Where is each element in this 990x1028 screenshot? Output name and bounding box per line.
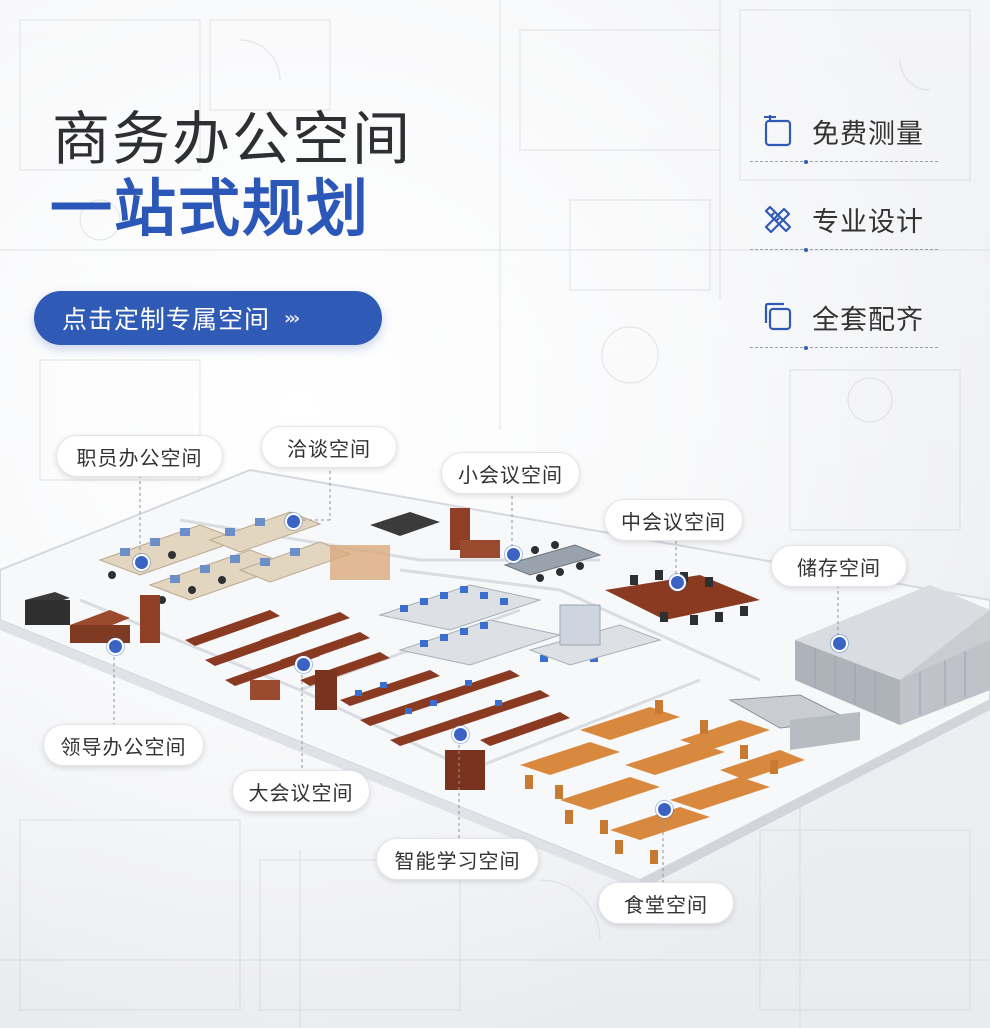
- full-set-icon: [764, 302, 792, 331]
- customize-space-button[interactable]: 点击定制专属空间 ›››: [34, 291, 382, 345]
- study-desk-rows: [340, 670, 570, 790]
- divider-dot: [804, 346, 808, 350]
- zone-label-medium-meeting[interactable]: 中会议空间: [604, 499, 743, 541]
- feature-label: 免费测量: [812, 118, 924, 150]
- leader-zone-marker[interactable]: [107, 638, 124, 655]
- feature-free-measure: 免费测量: [750, 108, 938, 164]
- medium-meeting-zone-marker[interactable]: [669, 574, 686, 591]
- smart-study-workstations: [378, 584, 662, 666]
- cta-label: 点击定制专属空间: [62, 305, 271, 334]
- zone-label-negotiation[interactable]: 洽谈空间: [261, 426, 397, 468]
- page-title-line2: 一站式规划: [50, 172, 371, 245]
- measure-icon: [764, 115, 792, 147]
- divider: [750, 161, 938, 162]
- page-title-line1: 商务办公空间: [52, 105, 413, 173]
- zone-label-small-meeting[interactable]: 小会议空间: [441, 452, 580, 494]
- chevrons-right-icon: ›››: [284, 307, 300, 329]
- storage-cabinets: [795, 585, 990, 725]
- zone-label-staff[interactable]: 职员办公空间: [56, 435, 223, 477]
- zone-label-storage[interactable]: 储存空间: [771, 545, 907, 587]
- divider-dot: [804, 160, 808, 164]
- large-meeting-zone-marker[interactable]: [295, 656, 312, 673]
- feature-label: 专业设计: [812, 206, 924, 238]
- negotiation-zone-marker[interactable]: [285, 513, 302, 530]
- smart-study-zone-marker[interactable]: [452, 726, 469, 743]
- feature-full-set: 全套配齐: [750, 294, 938, 350]
- divider: [750, 347, 938, 348]
- zone-label-large-meeting[interactable]: 大会议空间: [232, 770, 370, 812]
- negotiation-area: [330, 508, 500, 580]
- canteen-tables: [520, 694, 860, 864]
- zone-label-smart-study[interactable]: 智能学习空间: [376, 838, 539, 880]
- small-meeting-table: [503, 541, 602, 582]
- zone-label-leader[interactable]: 领导办公空间: [43, 724, 204, 766]
- staff-zone-marker[interactable]: [133, 554, 150, 571]
- zone-label-canteen[interactable]: 食堂空间: [598, 882, 734, 924]
- feature-label: 全套配齐: [812, 304, 924, 336]
- divider-dot: [804, 248, 808, 252]
- feature-professional-design: 专业设计: [750, 196, 938, 252]
- canteen-zone-marker[interactable]: [656, 801, 673, 818]
- divider: [750, 249, 938, 250]
- small-meeting-zone-marker[interactable]: [505, 546, 522, 563]
- design-pencil-ruler-icon: [764, 205, 792, 234]
- storage-zone-marker[interactable]: [831, 635, 848, 652]
